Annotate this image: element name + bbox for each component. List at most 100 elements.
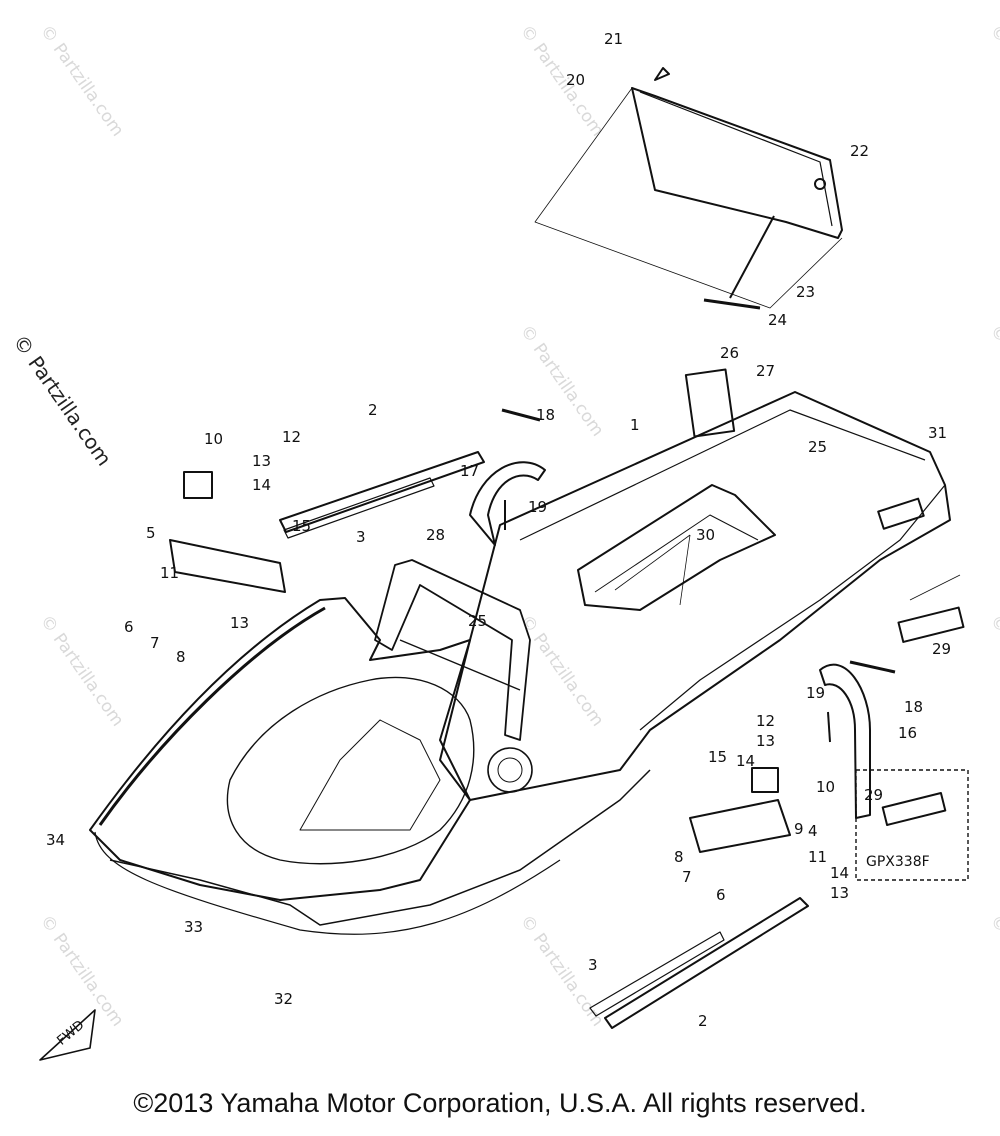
- callout-label: 16: [898, 724, 917, 742]
- front-pan-lower: [109, 769, 651, 926]
- latch-right: [751, 767, 779, 793]
- callout-label: 29: [932, 640, 951, 658]
- watermark-text: © Partzilla.com: [36, 21, 128, 140]
- callout-label: 14: [830, 864, 849, 882]
- callout-label: 31: [928, 424, 947, 442]
- variant-box-label: GPX338F: [866, 854, 930, 870]
- callout-label: 4: [808, 822, 818, 840]
- callout-label: 33: [184, 918, 203, 936]
- callout-label: 30: [696, 526, 715, 544]
- callout-label: 11: [160, 564, 179, 582]
- watermark-text: © Partzilla.com: [986, 611, 1000, 730]
- callout-label: 32: [274, 990, 293, 1008]
- steering-post-brace: [399, 639, 521, 691]
- leader-30: [614, 534, 691, 591]
- seat-recess: [577, 484, 776, 611]
- callout-label: 13: [252, 452, 271, 470]
- front-pan: [89, 597, 471, 901]
- callout-label: 7: [150, 634, 160, 652]
- watermark-text: © Partzilla.com: [36, 611, 128, 730]
- watermark-text: © Partzilla.com: [986, 21, 1000, 140]
- watermark-text: © Partzilla.com: [36, 911, 128, 1030]
- callout-label: 7: [682, 868, 692, 886]
- callout-label: 19: [528, 498, 547, 516]
- bracket-left: [169, 539, 286, 593]
- drive-bearing-inner: [497, 757, 523, 783]
- lid-clip: [654, 67, 670, 81]
- latch-left: [183, 471, 213, 499]
- callout-label: 10: [816, 778, 835, 796]
- callout-label: 14: [252, 476, 271, 494]
- front-pan-rim: [98, 606, 326, 826]
- lid-strap: [703, 298, 761, 310]
- callout-label: 18: [904, 698, 923, 716]
- callout-label: 15: [708, 748, 727, 766]
- decal-26: [684, 368, 736, 438]
- callout-label: 21: [604, 30, 623, 48]
- callout-label: 5: [146, 524, 156, 542]
- bracket-right: [689, 799, 791, 853]
- watermark-text: © Partzilla.com: [516, 611, 608, 730]
- tunnel-body: [439, 391, 951, 801]
- variant-decal: [881, 792, 947, 826]
- callout-label: 17: [460, 462, 479, 480]
- callout-label: 24: [768, 311, 787, 329]
- fwd-arrow: [39, 1009, 96, 1061]
- callout-label: 13: [756, 732, 775, 750]
- drive-bearing: [487, 747, 533, 793]
- callout-label: 6: [124, 618, 134, 636]
- callout-label: 26: [720, 344, 739, 362]
- callout-label: 8: [674, 848, 684, 866]
- grab-bar-left-pin: [501, 408, 541, 422]
- decal-29: [897, 606, 965, 643]
- front-pan-hull: [94, 831, 561, 935]
- seat-recess-inner: [594, 514, 759, 593]
- decal-31: [877, 497, 925, 530]
- grab-bar-right-pin: [849, 660, 896, 674]
- watermark-text: © Partzilla.com: [986, 321, 1000, 440]
- callout-label: 13: [830, 884, 849, 902]
- callout-label: 18: [536, 406, 555, 424]
- callout-label: 12: [282, 428, 301, 446]
- copyright-notice: ©2013 Yamaha Motor Corporation, U.S.A. A…: [133, 1088, 867, 1118]
- callout-label: 11: [808, 848, 827, 866]
- callout-label: 23: [796, 283, 815, 301]
- callout-label: 14: [736, 752, 755, 770]
- callout-label: 28: [426, 526, 445, 544]
- lid-rod: [729, 215, 775, 299]
- callout-label: 25: [468, 612, 487, 630]
- callout-label: 3: [588, 956, 598, 974]
- leader-30b: [679, 534, 691, 606]
- watermark-text: © Partzilla.com: [986, 911, 1000, 1030]
- callout-label: 20: [566, 71, 585, 89]
- callout-label: 34: [46, 831, 65, 849]
- watermark-text: © Partzilla.com: [516, 21, 608, 140]
- callout-label: 22: [850, 142, 869, 160]
- grab-bar-right: [819, 663, 871, 819]
- callout-label: 29: [864, 786, 883, 804]
- callout-label: 2: [698, 1012, 708, 1030]
- footrest-lower-2: [604, 897, 809, 1029]
- callout-label: 1: [630, 416, 640, 434]
- callout-label: 9: [794, 820, 804, 838]
- callout-label: 13: [230, 614, 249, 632]
- callout-label: 3: [356, 528, 366, 546]
- callout-label: 25: [808, 438, 827, 456]
- callout-label: 12: [756, 712, 775, 730]
- footrest-lower-3: [589, 931, 725, 1017]
- engine-bay: [226, 676, 475, 865]
- steering-post: [374, 559, 531, 741]
- leader-29: [909, 574, 961, 601]
- footrest-upper-2: [279, 451, 485, 533]
- callout-label: 10: [204, 430, 223, 448]
- grab-bar-left: [469, 461, 546, 546]
- callout-label: 27: [756, 362, 775, 380]
- frame-drawing: [39, 67, 969, 1061]
- tunnel-side-edge: [639, 484, 946, 731]
- lid-leader: [534, 87, 843, 309]
- callout-label: 8: [176, 648, 186, 666]
- lid-panel-edge: [639, 91, 833, 227]
- variant-box: [855, 769, 969, 881]
